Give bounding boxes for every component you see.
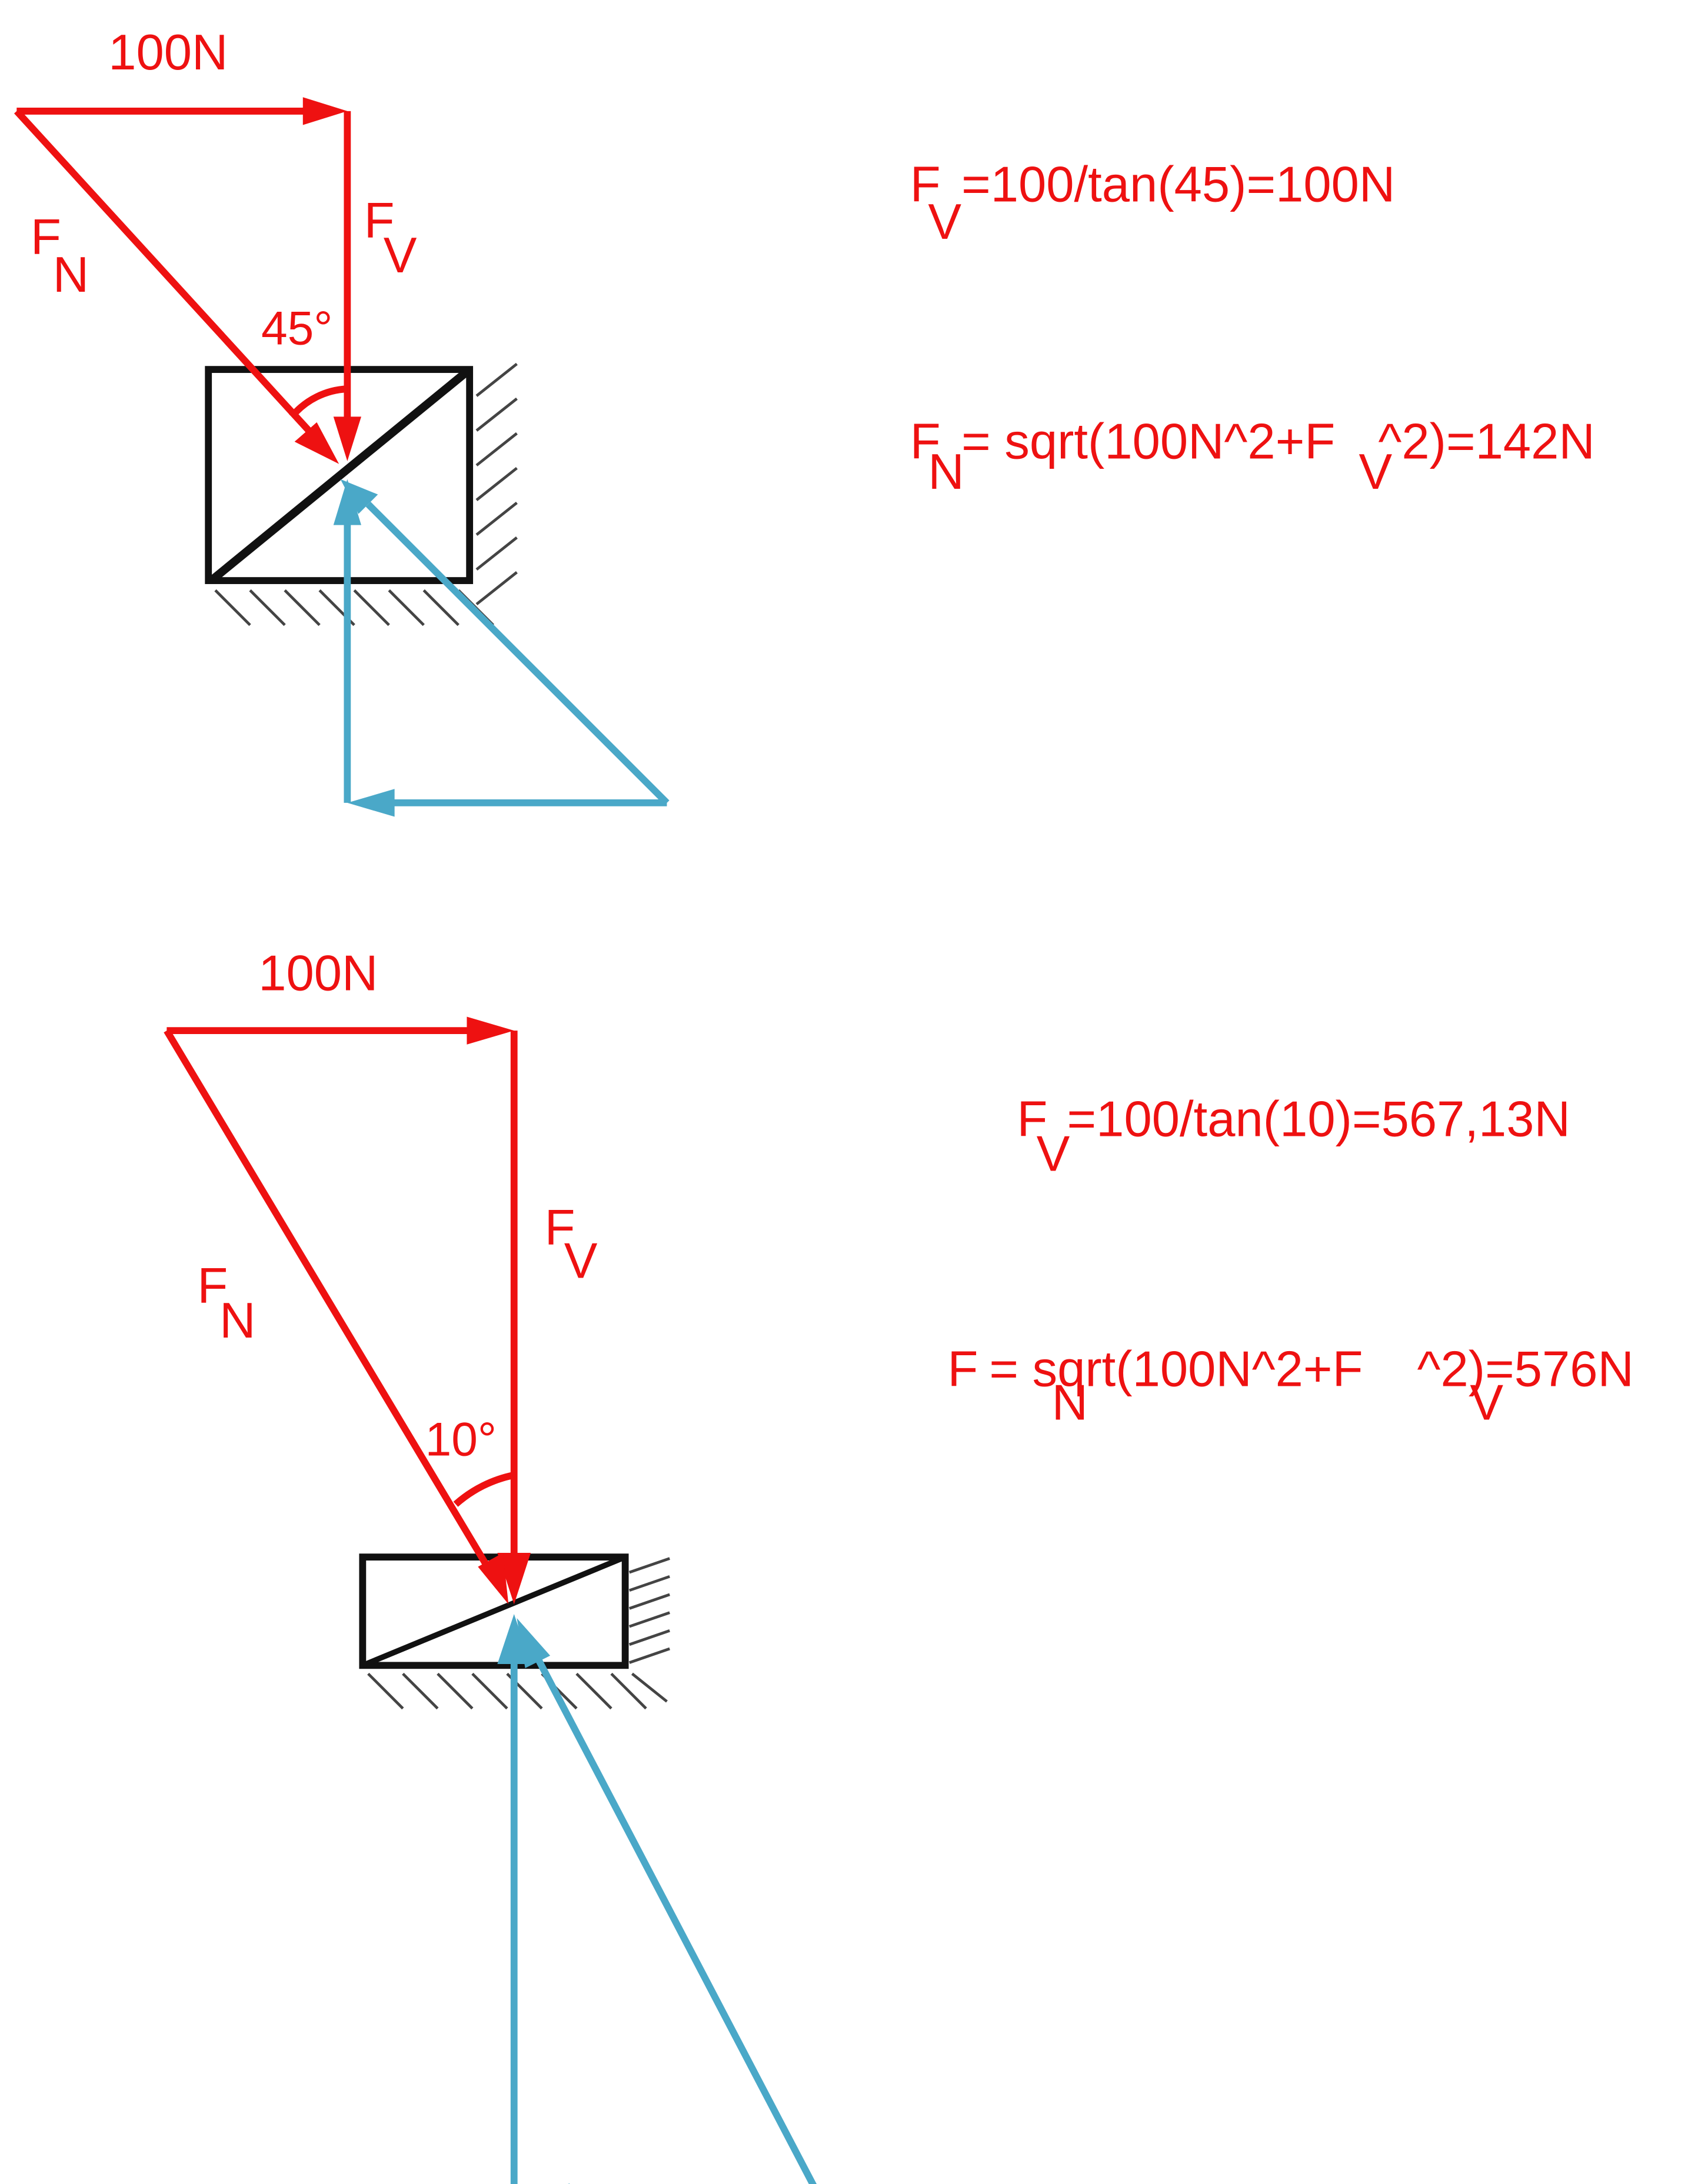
top-angle-arc [289,385,348,419]
top-fv-arrowhead [333,416,361,461]
bottom-block-diagonal [361,1554,627,1668]
bottom-applied-force-arrowhead [467,1016,514,1045]
svg-text:= sqrt(100N^2+F: = sqrt(100N^2+F [961,414,1335,469]
top-reaction-horizontal-arrowhead [347,789,395,817]
top-angle-label: 45° [261,302,332,355]
bottom-fn-label-sub: N [219,1293,255,1349]
bottom-fv-label-sub: V [564,1233,598,1289]
top-reaction-diagonal [365,502,670,806]
svg-text:F: F [1017,1092,1048,1148]
svg-text:F: F [910,156,941,212]
svg-text:V: V [1359,444,1392,500]
top-fv-label-sub: V [384,228,417,284]
bottom-equation-2: F N = sqrt(100N^2+F V ^2)=576N [947,1342,1633,1431]
top-applied-force-arrowhead [302,97,348,125]
top-block-diagonal [208,366,472,584]
bottom-fn-label: F [197,1258,228,1314]
top-fn-arrowhead [294,422,339,464]
svg-text:F: F [910,414,941,469]
top-ground-hatch-bottom [214,589,494,626]
top-fn-line [14,108,315,438]
bottom-force-label: 100N [258,946,378,1002]
bottom-reaction-diagonal-arrowhead [517,1618,551,1669]
svg-text:V: V [1037,1126,1070,1182]
svg-text:N: N [1052,1375,1088,1431]
bottom-fv-arrowhead [497,1553,531,1605]
top-block [205,366,474,584]
top-fn-label-sub: N [53,247,89,303]
bottom-equation-1: F V =100/tan(10)=567,13N [1017,1092,1570,1182]
bottom-fn-line [164,1029,492,1572]
bottom-diagram: 100N F N F V 10° F V =100/tan(10)=567,13… [164,946,1634,2184]
svg-text:= sqrt(100N^2+F: = sqrt(100N^2+F [989,1342,1363,1398]
top-force-label: 100N [108,25,228,81]
top-reaction-diagonal-arrowhead [340,479,378,514]
svg-text:^2)=576N: ^2)=576N [1417,1342,1634,1398]
bottom-angle-label: 10° [425,1413,497,1466]
top-reaction-vertical-arrowhead [333,479,361,525]
svg-text:N: N [928,444,964,500]
svg-text:=100/tan(45)=100N: =100/tan(45)=100N [961,156,1395,212]
top-fn-label: F [31,209,61,265]
bottom-fn-arrowhead [478,1553,509,1605]
bottom-wall-hatch-right [628,1557,670,1664]
svg-text:F: F [947,1342,978,1398]
bottom-fv-label: F [545,1200,575,1256]
top-diagram: 100N F N F V 45° F V =100/tan(45)=100N F… [14,25,1595,817]
bottom-angle-arc [453,1472,515,1507]
svg-text:^2)=142N: ^2)=142N [1379,414,1595,469]
svg-text:V: V [928,194,961,250]
top-fv-label: F [364,193,395,249]
top-wall-hatch-right [475,362,518,606]
bottom-reaction-diagonal [531,1651,817,2184]
bottom-block [359,1553,629,1669]
svg-text:V: V [1470,1375,1503,1431]
top-equation-1: F V =100/tan(45)=100N [910,156,1396,250]
svg-text:=100/tan(10)=567,13N: =100/tan(10)=567,13N [1067,1092,1570,1148]
top-equation-2: F N = sqrt(100N^2+F V ^2)=142N [910,414,1595,500]
